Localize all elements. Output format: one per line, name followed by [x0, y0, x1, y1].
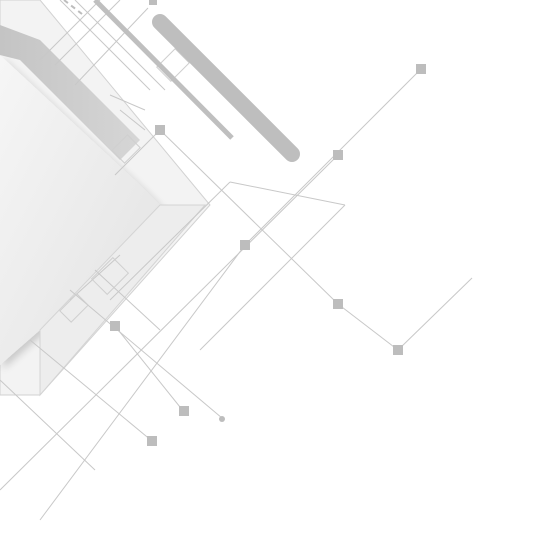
panel-edge: [39, 204, 207, 397]
nodes: [110, 0, 426, 446]
circuit-lines: [0, 0, 473, 521]
node: [416, 64, 426, 74]
long-bar: [93, 0, 234, 140]
diagonal-panels: [0, 0, 211, 397]
capsule-bar: [152, 14, 300, 162]
dashed-top: [63, 0, 83, 15]
node: [333, 150, 343, 160]
node: [155, 125, 165, 135]
node: [393, 345, 403, 355]
outline-frames: [59, 48, 190, 323]
node: [110, 321, 120, 331]
node-dot: [219, 416, 225, 422]
dashed-bar: [177, 59, 241, 123]
capsule-bars: [63, 0, 300, 162]
node: [149, 0, 157, 5]
node: [333, 299, 343, 309]
inner-panel: [0, 55, 160, 365]
node: [147, 436, 157, 446]
dark-band: [0, 25, 140, 160]
node: [179, 406, 189, 416]
node: [240, 240, 250, 250]
